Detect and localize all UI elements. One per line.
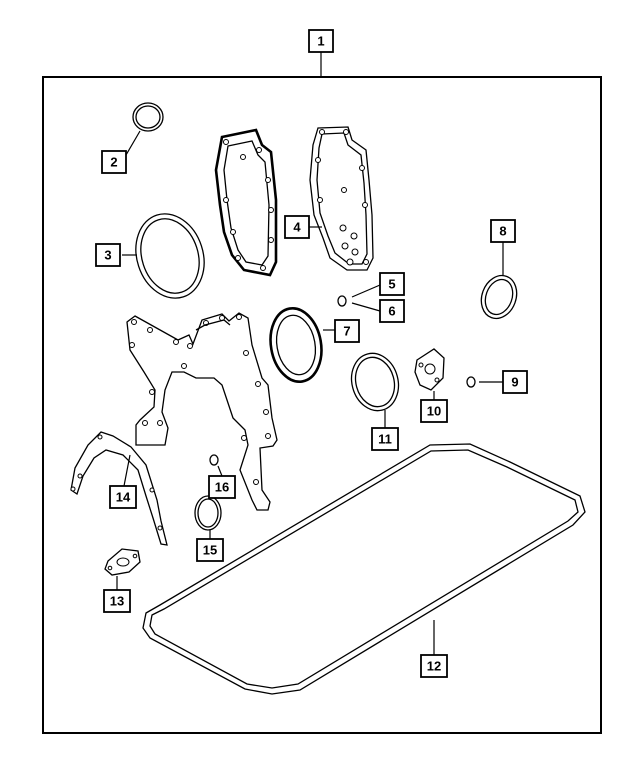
callout-11: 11 [371,427,399,451]
part-12-oil-pan-gasket [142,443,586,695]
callout-3-label: 3 [104,248,111,263]
part-3-seal-ring [122,213,205,299]
part-16-small-o-ring [209,454,223,477]
callout-16: 16 [208,475,236,499]
callout-13: 13 [103,589,131,613]
part-9-small-o-ring [466,376,503,388]
part-10-flange-gasket [414,348,445,400]
part-5-6-small-o-rings [337,284,381,312]
callout-1: 1 [308,29,334,53]
callout-1-label: 1 [317,34,324,49]
callout-14-label: 14 [116,490,131,505]
diagram-frame [42,76,602,734]
callout-8: 8 [490,219,516,243]
part-13-small-gasket [104,548,141,590]
callout-14: 14 [109,485,137,509]
callout-7-label: 7 [343,324,350,339]
callout-13-label: 13 [110,594,124,609]
part-15-o-ring [194,495,222,539]
callout-5: 5 [379,272,405,296]
callout-10: 10 [420,399,448,423]
callout-6: 6 [379,299,405,323]
part-8-seal-ring [480,242,518,320]
callout-16-label: 16 [215,480,229,495]
callout-5-label: 5 [388,277,395,292]
callout-2-label: 2 [110,155,117,170]
callout-3: 3 [95,243,121,267]
callout-4: 4 [284,215,310,239]
callout-12-label: 12 [427,659,441,674]
part-4-cooler-gasket [309,126,374,271]
callout-6-label: 6 [388,304,395,319]
callout-11-label: 11 [378,432,392,447]
part-gasket-thick [214,128,278,277]
callout-15-label: 15 [203,543,217,558]
part-front-cover-gasket [126,312,278,511]
part-7-rear-seal [269,307,335,383]
callout-12: 12 [420,654,448,678]
callout-7: 7 [334,319,360,343]
callout-9: 9 [502,370,528,394]
callout-9-label: 9 [511,375,518,390]
callout-10-label: 10 [427,404,441,419]
callout-15: 15 [196,538,224,562]
callout-2: 2 [101,150,127,174]
part-14-cover-gasket [70,431,168,546]
part-11-seal-ring [350,352,400,428]
callout-4-label: 4 [293,220,301,235]
callout-8-label: 8 [499,224,506,239]
part-2-o-ring [125,102,164,156]
